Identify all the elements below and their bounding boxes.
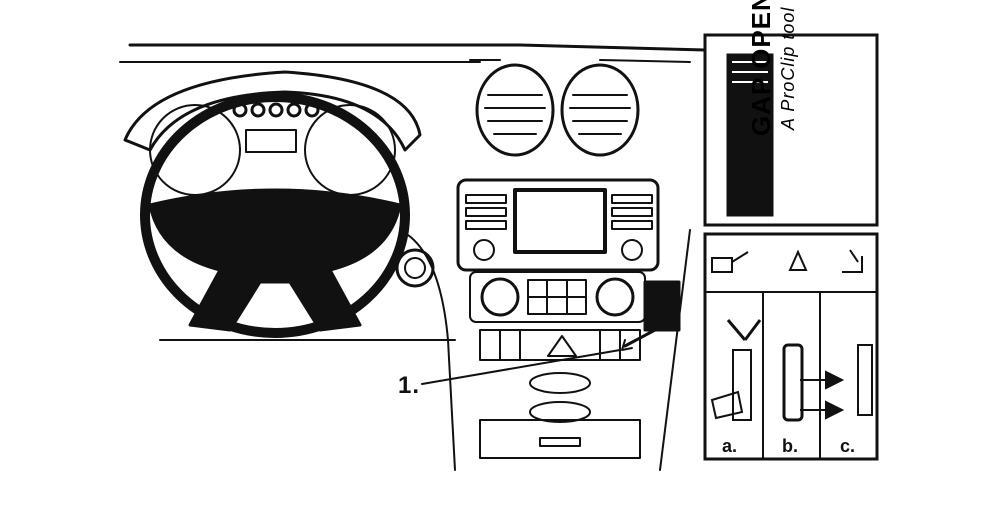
radio-buttons-left bbox=[465, 194, 507, 230]
icon-spray bbox=[788, 249, 808, 271]
climate-left-dial bbox=[480, 277, 520, 317]
info-display bbox=[245, 129, 297, 153]
climate-buttons bbox=[527, 279, 587, 315]
tool-title: GAP OPENER bbox=[746, 0, 776, 136]
step-label-c: c. bbox=[840, 436, 856, 456]
cupholder-bottom bbox=[529, 401, 591, 423]
warning-lights bbox=[232, 102, 320, 118]
side-knob bbox=[395, 248, 435, 288]
mount-arrow bbox=[623, 328, 657, 348]
radio-left-knob bbox=[473, 239, 495, 261]
instrument-hood bbox=[123, 70, 422, 152]
storage-tray bbox=[479, 419, 641, 459]
console-left-curve bbox=[399, 229, 456, 471]
radio-buttons-right bbox=[611, 194, 653, 230]
callout-leader bbox=[421, 349, 621, 385]
radio-bezel bbox=[456, 178, 660, 272]
console-right-edge bbox=[659, 229, 691, 471]
radio-right-knob bbox=[621, 239, 643, 261]
right-air-vent bbox=[560, 63, 640, 157]
tool-subtitle: A ProClip tool bbox=[778, 6, 798, 130]
step-label-a: a. bbox=[722, 436, 738, 456]
mount-holder bbox=[643, 280, 681, 332]
vent-slats bbox=[484, 94, 631, 135]
callout-label-1: 1. bbox=[398, 372, 421, 399]
step-label-b: b. bbox=[782, 436, 798, 456]
left-air-vent bbox=[475, 63, 555, 157]
tool-panel bbox=[703, 33, 879, 227]
dashboard-top-edge bbox=[128, 43, 707, 52]
steering-wheel-hub bbox=[148, 188, 402, 332]
steps-panel bbox=[703, 232, 879, 461]
hazard-triangle bbox=[547, 335, 577, 357]
cupholder-top bbox=[529, 372, 591, 394]
climate-right-dial bbox=[595, 277, 635, 317]
steering-wheel-rim bbox=[140, 92, 410, 338]
icon-clean bbox=[711, 257, 733, 273]
icon-dry bbox=[842, 249, 863, 273]
radio-screen bbox=[513, 188, 607, 254]
